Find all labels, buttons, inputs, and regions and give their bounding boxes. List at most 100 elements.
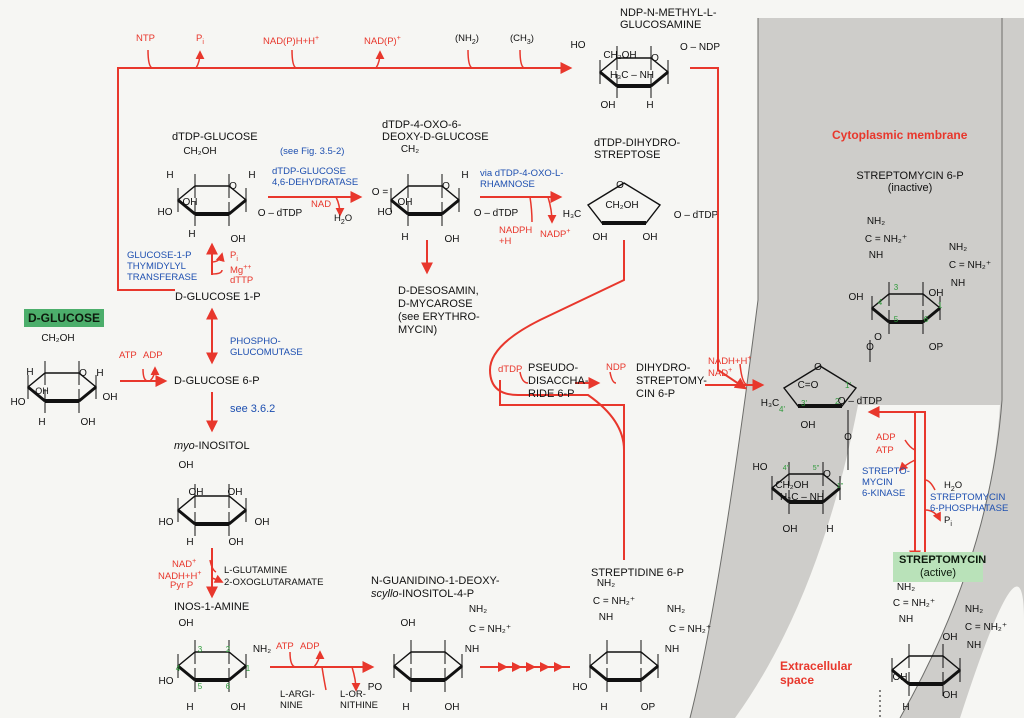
arrow-pseudo-link (488, 240, 625, 550)
cofactor-nadp-top: NAD(P)+ (364, 35, 401, 48)
scyllo-rest: -INOSITOL-4-P (398, 588, 475, 600)
atom-label: OH (783, 524, 798, 535)
ring-number: 5 (894, 315, 899, 324)
cofactor-nadph2: NADPH +H (499, 225, 533, 247)
atom-label: OH (643, 232, 658, 243)
ring-number: 3 (894, 283, 899, 292)
atom-label: OH (231, 702, 246, 713)
ring-outline (586, 182, 662, 224)
atom-label: OH (189, 487, 204, 498)
atom-label: OH (255, 517, 270, 528)
atom-label: O (814, 362, 822, 373)
atom-label: H (96, 368, 103, 379)
atom-label: C = NH₂⁺ (593, 596, 635, 607)
ring-number: 1 (938, 301, 943, 310)
atom-label: H (646, 100, 653, 111)
atom-label: H (826, 524, 833, 535)
atom-label: H₃C (761, 398, 780, 409)
atom-label: H (461, 170, 468, 181)
atom-label: HO (571, 40, 586, 51)
atom-label: O – dTDP (674, 210, 719, 221)
ring-number: 4 (176, 664, 181, 673)
arrow-heads-chain (498, 662, 564, 672)
atom-label: H (248, 170, 255, 181)
atom-label: CH₂OH (605, 200, 638, 211)
atom-label: O – dTDP (258, 208, 303, 219)
atom-label: OH (943, 632, 958, 643)
cofactor-arginine: L-ARGI- NINE (280, 689, 315, 711)
cofactor-nadh: NADH+H+ (708, 355, 752, 368)
cofactor-ch3-top: (CH3) (510, 33, 534, 46)
ring-bold-edge (228, 664, 247, 682)
atom-label: NH₂ (867, 216, 885, 227)
ring-outline (782, 365, 858, 407)
atom-label: CH₂OH (775, 480, 808, 491)
ring-bold-edge (640, 664, 659, 682)
atom-label: H (402, 702, 409, 713)
ring-bold-edge (228, 198, 247, 216)
dtdp-glucose-label: dTDP-GLUCOSE (172, 131, 258, 143)
membrane-inner-edge (689, 18, 759, 718)
ring-number: 4 (878, 298, 883, 307)
atom-label: NH₂ (253, 644, 271, 655)
atom-label: H₃C (563, 209, 582, 220)
atom-label: HO (11, 397, 26, 408)
see-362-label: see 3.6.2 (230, 403, 276, 415)
atom-label: C = NH₂⁺ (893, 598, 935, 609)
cofactor-nadp2: NADP+ (540, 228, 571, 241)
atom-label: H (26, 367, 33, 378)
atom-label: NH₂ (597, 578, 615, 589)
ring-bold-edge (891, 668, 910, 686)
myo-prefix: myo (174, 440, 195, 452)
scyllo-label: scyllo-INOSITOL-4-P (371, 588, 474, 600)
ring-number: 4" (783, 465, 790, 472)
dtdp-dihydro-label: dTDP-DIHYDRO- STREPTOSE (594, 137, 681, 161)
cofactor-ornithine: L-OR- NITHINE (340, 689, 378, 711)
membrane-label: Cytoplasmic membrane (832, 128, 968, 142)
atom-label: NH₂ (667, 604, 685, 615)
atom-label: OH (183, 197, 198, 208)
cofactor-h2o1: H2O (334, 213, 353, 226)
glucose-6p-label: D-GLUCOSE 6-P (174, 375, 260, 387)
ring-bold-edge (771, 486, 790, 504)
atom-label: OH (179, 618, 194, 629)
atom-label: OH (601, 100, 616, 111)
ring-number: 3 (198, 645, 203, 654)
ring-bold-edge (922, 306, 941, 324)
ring-number: 2 (226, 645, 231, 654)
ring-number: 5 (198, 682, 203, 691)
atom-label: H (401, 232, 408, 243)
atom-label: O – NDP (680, 42, 720, 53)
cofactor-atp2: ATP (876, 445, 894, 456)
ring-oxygen: O (651, 53, 659, 64)
atom-label: C = NH₂⁺ (669, 624, 711, 635)
via-rhamnose-label: via dTDP-4-OXO-L- RHAMNOSE (480, 168, 564, 190)
inos-amine-label: INOS-1-AMINE (174, 601, 250, 613)
streptomycin-6p-label: STREPTOMYCIN 6-P (inactive) (856, 170, 964, 194)
glucose-1p-label: D-GLUCOSE 1-P (175, 291, 261, 303)
atom-label: H₃C – NH (610, 70, 654, 81)
atom-label: CH₂OH (183, 146, 216, 157)
cofactor-pyr: Pyr P (170, 580, 194, 591)
ring-number: 3' (801, 399, 807, 408)
cofactor-dtdp: dTDP (498, 364, 523, 375)
ring-number: 6 (924, 315, 929, 324)
atom-label: OP (641, 702, 656, 713)
cofactor-pi-mid: Pi (230, 250, 238, 263)
atom-label: C = NH₂⁺ (965, 622, 1007, 633)
cofactor-atp3: ATP (276, 641, 294, 652)
streptomycin-phosphatase-label: STREPTOMYCIN 6-PHOSPHATASE (930, 492, 1009, 514)
ring-bold-edge (393, 664, 412, 682)
atom-label: NH₂ (965, 604, 983, 615)
cofactor-h2o2: H2O (944, 480, 963, 493)
atom-label: O = (372, 187, 389, 198)
membrane-outer-edge (899, 18, 1003, 718)
ring-bold-edge (599, 70, 618, 88)
atom-label: NH₂ (897, 582, 915, 593)
